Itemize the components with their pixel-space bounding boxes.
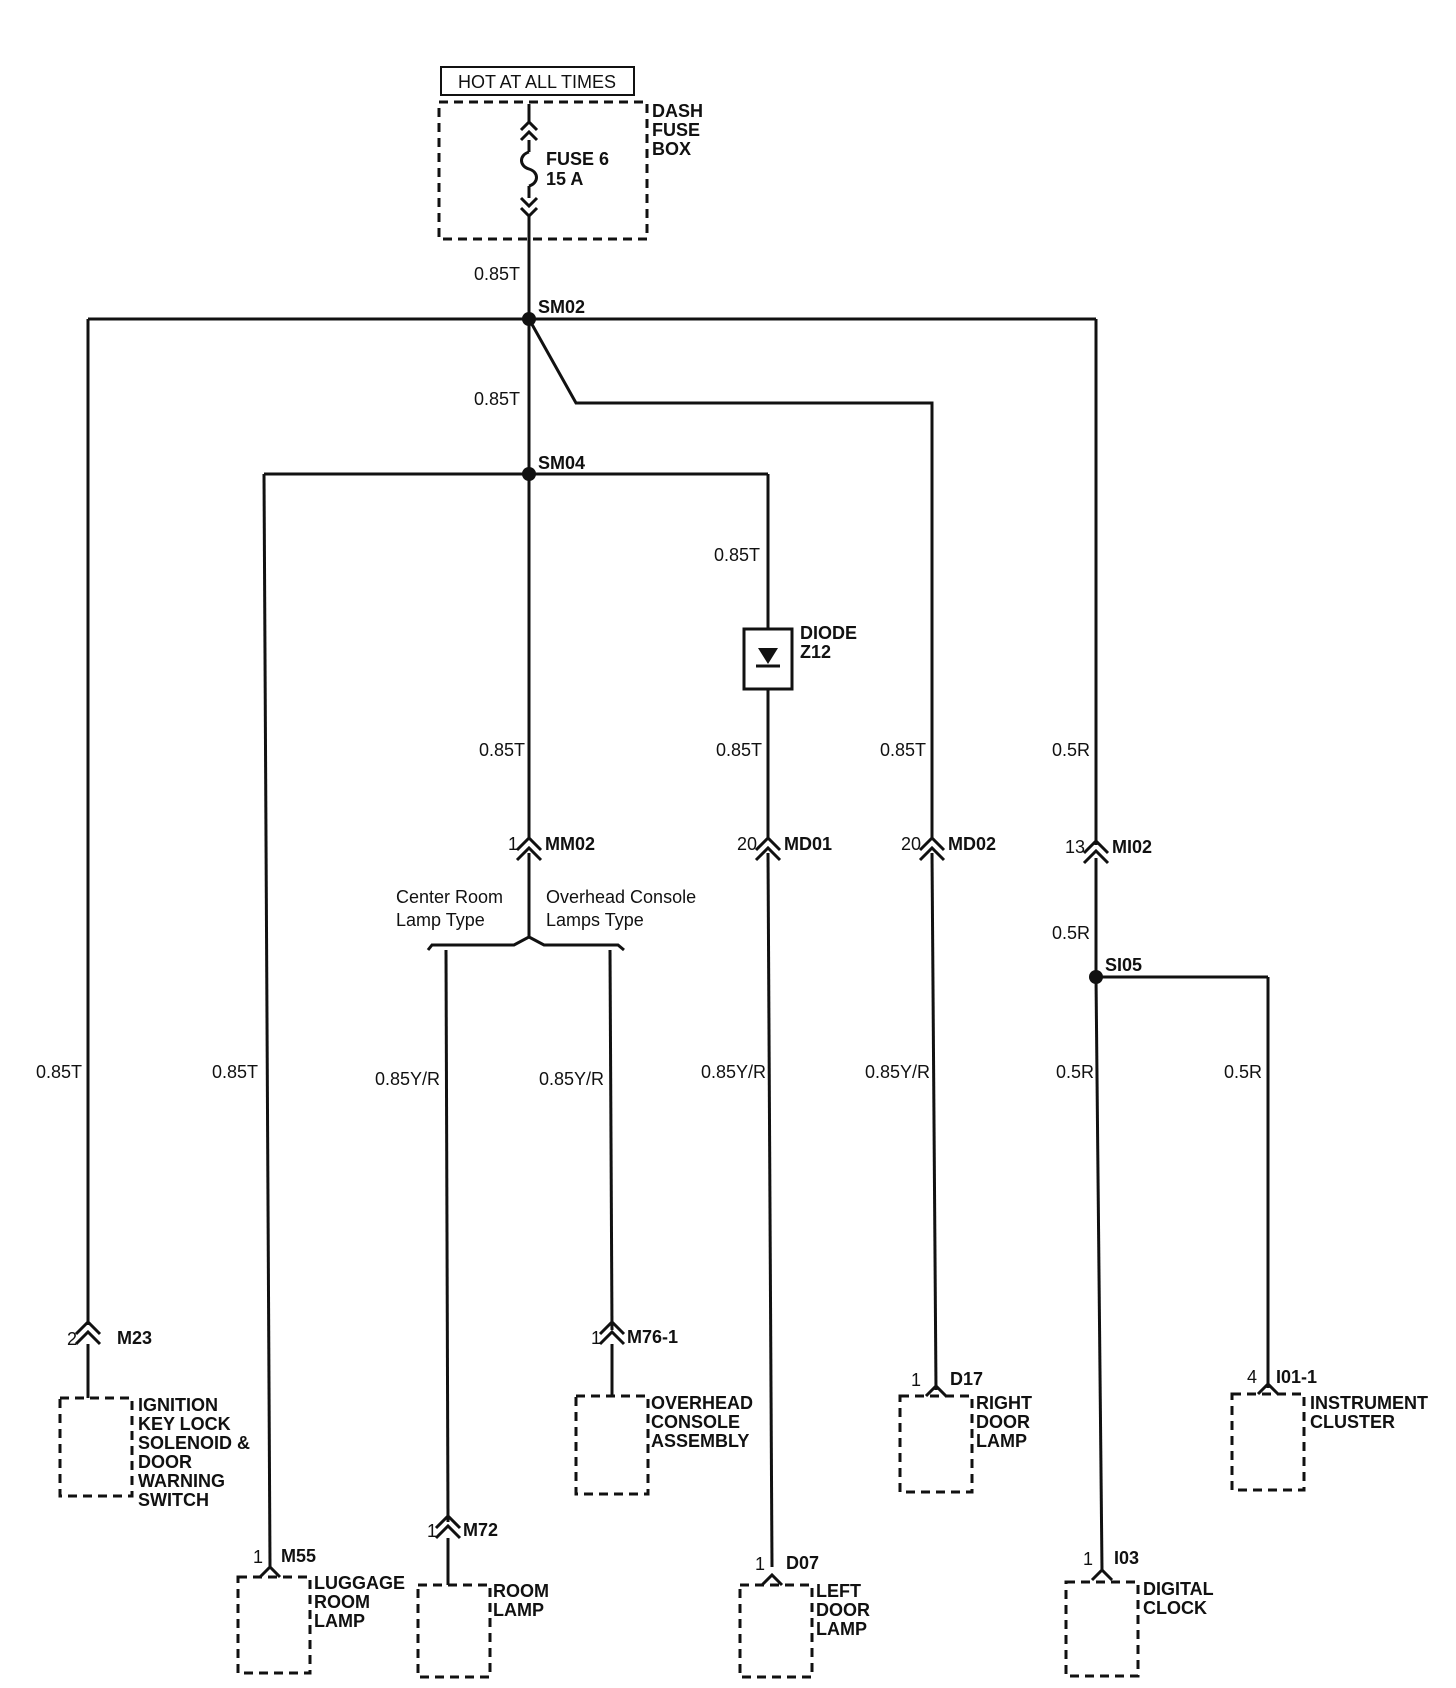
wire-label-md01-out: 0.85Y/R xyxy=(701,1062,766,1082)
wire-m76 xyxy=(608,949,614,1331)
wire-label-sm02-sm04: 0.85T xyxy=(474,389,520,409)
splice-si05-label: SI05 xyxy=(1105,955,1142,975)
wire-label-m76: 0.85Y/R xyxy=(539,1069,604,1089)
component-overhead-console-label: OVERHEAD CONSOLE ASSEMBLY xyxy=(651,1393,758,1451)
connector-m55-pin: 1 xyxy=(253,1547,263,1567)
splice-sm04-dot xyxy=(522,467,536,481)
hot-at-all-times-box: HOT AT ALL TIMES xyxy=(440,66,635,96)
component-luggage-lamp-box xyxy=(236,1575,312,1675)
wire-sm02-md02 xyxy=(527,318,934,840)
wire-label-sm04-diode: 0.85T xyxy=(714,545,760,565)
wire-label-i01: 0.5R xyxy=(1224,1062,1262,1082)
wire-mm02-split xyxy=(426,853,625,952)
connector-m76-pin: 1 xyxy=(591,1328,601,1348)
wire-label-md02-out: 0.85Y/R xyxy=(865,1062,930,1082)
component-digital-clock-box xyxy=(1064,1580,1140,1678)
connector-m72-symbol xyxy=(434,1513,462,1540)
wire-label-diode-out: 0.85T xyxy=(716,740,762,760)
connector-md01-symbol xyxy=(754,835,782,862)
connector-m72-pin: 1 xyxy=(427,1521,437,1541)
component-room-lamp-box xyxy=(416,1583,492,1679)
connector-m23-symbol xyxy=(74,1319,102,1346)
wire-label-md02-in: 0.85T xyxy=(880,740,926,760)
component-right-door-label: RIGHT DOOR LAMP xyxy=(976,1393,1037,1451)
option-overhead-console-lamps: Overhead Console Lamps Type xyxy=(546,887,701,930)
wire-label-m23: 0.85T xyxy=(36,1062,82,1082)
connector-m76-symbol xyxy=(598,1319,626,1346)
connector-m55-name: M55 xyxy=(281,1546,316,1566)
wire-label-fuse-out: 0.85T xyxy=(474,264,520,284)
connector-mm02-name: MM02 xyxy=(545,834,595,854)
connector-labels: 1 MM02 20 MD01 20 MD02 13 MI02 2 M23 1 M… xyxy=(67,834,1317,1574)
component-ignition-label: IGNITION KEY LOCK SOLENOID & DOOR WARNIN… xyxy=(138,1395,255,1510)
wire-md02-d17 xyxy=(930,852,938,1391)
option-center-room-lamp: Center Room Lamp Type xyxy=(396,887,508,930)
component-right-door-box xyxy=(898,1394,974,1494)
connector-d07-pin: 1 xyxy=(755,1554,765,1574)
connector-m23-pin: 2 xyxy=(67,1329,77,1349)
diode-z12-label: DIODE Z12 xyxy=(800,623,862,662)
connector-md02-pin: 20 xyxy=(901,834,921,854)
component-instrument-cluster-label: INSTRUMENT CLUSTER xyxy=(1310,1393,1433,1432)
connector-d07-name: D07 xyxy=(786,1553,819,1573)
connector-mm02-symbol xyxy=(515,835,543,862)
dash-fuse-box-outline xyxy=(437,100,649,241)
connector-d17-pin: 1 xyxy=(911,1370,921,1390)
component-left-door-box xyxy=(738,1583,814,1679)
connector-mi02-symbol xyxy=(1082,838,1110,865)
wire-labels: 0.85T 0.85T 0.85T 0.85T 0.85T 0.85T 0.85… xyxy=(36,264,1262,1089)
connector-md01-pin: 20 xyxy=(737,834,757,854)
wire-md01-d07 xyxy=(766,852,774,1568)
connector-d17-name: D17 xyxy=(950,1369,983,1389)
wire-label-mi02-in: 0.5R xyxy=(1052,740,1090,760)
connector-i03-pin: 1 xyxy=(1083,1549,1093,1569)
connector-mm02-pin: 1 xyxy=(508,834,518,854)
component-digital-clock-label: DIGITAL CLOCK xyxy=(1143,1579,1218,1618)
connector-m72-name: M72 xyxy=(463,1520,498,1540)
connector-i01-pin: 4 xyxy=(1247,1367,1257,1387)
connector-md02-symbol xyxy=(918,835,946,862)
splice-sm02-label: SM02 xyxy=(538,297,585,317)
hot-at-all-times-label: HOT AT ALL TIMES xyxy=(458,72,616,92)
wire-m72 xyxy=(444,949,450,1523)
component-ignition-box xyxy=(58,1396,134,1498)
wire-label-mm02: 0.85T xyxy=(479,740,525,760)
wire-label-mi02-out: 0.5R xyxy=(1052,923,1090,943)
fuse-6-symbol xyxy=(519,104,539,239)
fuse-6-label: FUSE 6 15 A xyxy=(546,149,614,189)
inline-connectors xyxy=(74,835,1110,1585)
splice-si05-dot xyxy=(1089,970,1103,984)
wire-label-i03: 0.5R xyxy=(1056,1062,1094,1082)
connector-md01-name: MD01 xyxy=(784,834,832,854)
wire-label-m55: 0.85T xyxy=(212,1062,258,1082)
wire-i03 xyxy=(1094,976,1104,1571)
component-left-door-label: LEFT DOOR LAMP xyxy=(816,1581,875,1639)
wire-m55 xyxy=(262,473,272,1568)
wire-label-m72: 0.85Y/R xyxy=(375,1069,440,1089)
splice-sm04-label: SM04 xyxy=(538,453,585,473)
connector-mi02-name: MI02 xyxy=(1112,837,1152,857)
connector-i03-name: I03 xyxy=(1114,1548,1139,1568)
connector-md02-name: MD02 xyxy=(948,834,996,854)
dash-fuse-box-label: DASH FUSE BOX xyxy=(652,101,708,159)
component-overhead-console-box xyxy=(574,1394,650,1496)
component-luggage-lamp-label: LUGGAGE ROOM LAMP xyxy=(314,1573,410,1631)
component-room-lamp-label: ROOM LAMP xyxy=(493,1581,554,1620)
wires xyxy=(86,239,1270,1571)
connector-mi02-pin: 13 xyxy=(1065,837,1085,857)
connector-m23-name: M23 xyxy=(117,1328,152,1348)
connector-i01-name: I01-1 xyxy=(1276,1367,1317,1387)
splice-sm02-dot xyxy=(522,312,536,326)
connector-m76-name: M76-1 xyxy=(627,1327,678,1347)
components: IGNITION KEY LOCK SOLENOID & DOOR WARNIN… xyxy=(58,1381,1433,1679)
component-instrument-cluster-box xyxy=(1230,1392,1306,1492)
diode-z12 xyxy=(742,627,794,691)
